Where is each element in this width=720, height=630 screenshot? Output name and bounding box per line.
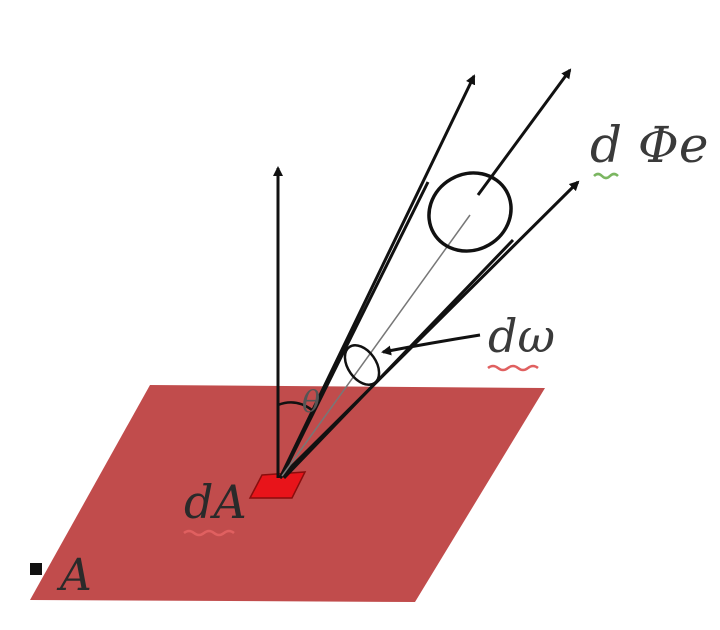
cone-edge-right — [282, 238, 515, 480]
angle-arc — [277, 401, 313, 412]
area-element-label-underline — [183, 529, 235, 537]
solid-angle-pointer — [381, 333, 481, 356]
cone-edge-left — [280, 181, 430, 477]
flux-label: d Φe — [590, 116, 708, 174]
area-element-label: dA — [184, 475, 247, 529]
solid-angle-label-underline — [487, 364, 539, 372]
cone-cross-section — [427, 171, 513, 253]
flux-label-underline — [593, 172, 619, 180]
square-marker-icon — [30, 563, 42, 575]
cone-axis — [281, 214, 471, 477]
angle-label: θ — [302, 385, 320, 420]
solid-angle-ellipse — [343, 344, 381, 386]
solid-angle-label: dω — [488, 309, 555, 363]
area-label: A — [56, 550, 92, 601]
ray-left — [278, 74, 476, 479]
ray-center — [476, 68, 572, 196]
